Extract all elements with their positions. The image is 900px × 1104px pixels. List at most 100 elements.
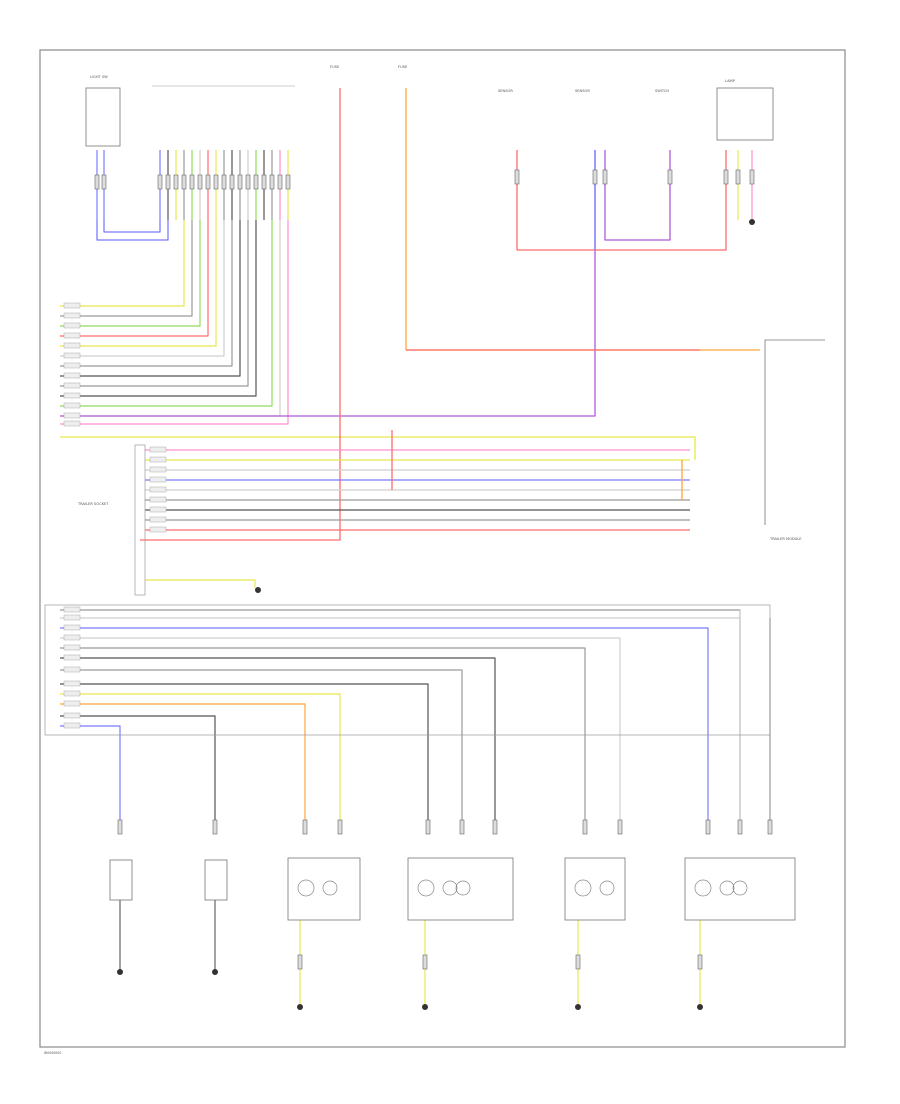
top-right-connector bbox=[749, 169, 755, 185]
lamp-label-top: LAMP bbox=[725, 79, 736, 83]
trailer-module-bracket bbox=[764, 339, 825, 525]
ground-socket bbox=[255, 587, 261, 593]
harness-row-tag bbox=[63, 420, 81, 427]
lamp-bulb bbox=[719, 880, 735, 896]
harness-row-tag bbox=[63, 362, 81, 369]
lamp-ground-connector bbox=[575, 954, 581, 970]
harness-row-tag bbox=[63, 312, 81, 319]
lower-harness-frame bbox=[44, 604, 771, 736]
wires-layer bbox=[60, 88, 771, 1005]
lower-harness-tag bbox=[63, 700, 81, 707]
lamp-bulb bbox=[455, 880, 471, 896]
lamp-bulb bbox=[694, 879, 712, 897]
harness-row-tag bbox=[63, 392, 81, 399]
bundle-connector bbox=[213, 174, 219, 190]
bundle-connector bbox=[261, 174, 267, 190]
lower-harness-wire bbox=[60, 669, 463, 820]
bundle-connector bbox=[101, 174, 107, 190]
lower-connector bbox=[705, 819, 711, 835]
lower-harness-tag bbox=[63, 680, 81, 687]
harness-row-tag bbox=[63, 412, 81, 419]
lamp-bulb bbox=[732, 880, 748, 896]
socket-row-tag bbox=[149, 516, 167, 523]
lamp-ground-connector bbox=[297, 954, 303, 970]
bundle-connector bbox=[181, 174, 187, 190]
bundle-connector bbox=[229, 174, 235, 190]
switch-label: SWITCH bbox=[655, 89, 669, 93]
lower-connector bbox=[617, 819, 623, 835]
lower-harness-tag bbox=[63, 722, 81, 729]
lamp-bulb bbox=[297, 879, 315, 897]
ground-lamp bbox=[422, 1004, 428, 1010]
harness-row bbox=[60, 220, 281, 417]
harness-row bbox=[60, 220, 185, 307]
bundle-connector bbox=[285, 174, 291, 190]
ground-bottom-switch bbox=[212, 969, 218, 975]
harness-row bbox=[60, 220, 201, 327]
lower-connector bbox=[737, 819, 743, 835]
harness-row bbox=[60, 220, 249, 387]
lamp-bulb bbox=[599, 880, 615, 896]
lamp-ground-connector bbox=[697, 954, 703, 970]
orange-feed-wire bbox=[405, 130, 760, 351]
harness-row bbox=[60, 220, 209, 337]
ground-lamp bbox=[575, 1004, 581, 1010]
ground-bottom-switch bbox=[117, 969, 123, 975]
harness-row-tag bbox=[63, 352, 81, 359]
lamp-bulb bbox=[574, 879, 592, 897]
harness-row bbox=[60, 220, 225, 357]
bundle-connector bbox=[189, 174, 195, 190]
harness-row-tag bbox=[63, 382, 81, 389]
lower-harness-tag bbox=[63, 606, 81, 613]
bundle-connector bbox=[221, 174, 227, 190]
harness-row bbox=[60, 220, 217, 347]
lower-harness-wire bbox=[60, 725, 121, 820]
socket-row-tag bbox=[149, 456, 167, 463]
lamp-box-top bbox=[716, 87, 774, 141]
harness-row bbox=[60, 220, 289, 425]
lower-connector bbox=[302, 819, 308, 835]
lower-harness-wire bbox=[60, 627, 709, 820]
light-switch-label: LIGHT SW bbox=[90, 75, 108, 79]
lower-connector bbox=[425, 819, 431, 835]
lower-harness-wire bbox=[60, 647, 586, 820]
harness-row bbox=[60, 220, 241, 377]
top-right-connector bbox=[514, 169, 520, 185]
harness-row bbox=[60, 220, 257, 397]
lower-harness-wire bbox=[60, 683, 429, 820]
footer-code: W0000000 bbox=[44, 1051, 61, 1055]
bundle-connector bbox=[237, 174, 243, 190]
lower-harness-tag bbox=[63, 624, 81, 631]
trailer-socket-box bbox=[134, 444, 146, 596]
lower-connector bbox=[767, 819, 773, 835]
harness-row bbox=[60, 220, 273, 407]
lower-connector bbox=[492, 819, 498, 835]
lower-connector bbox=[582, 819, 588, 835]
ground-lamp bbox=[697, 1004, 703, 1010]
switch-purple-wire bbox=[604, 150, 671, 241]
red-fuse-feed bbox=[140, 130, 341, 541]
bundle-connector bbox=[245, 174, 251, 190]
bundle-connector bbox=[269, 174, 275, 190]
harness-row-tag bbox=[63, 342, 81, 349]
sensor-red-wire bbox=[516, 150, 727, 251]
outer-frame bbox=[39, 49, 846, 1048]
light-switch-box bbox=[85, 87, 121, 147]
bundle-connector bbox=[173, 174, 179, 190]
fuse-label-2: FUSE bbox=[398, 65, 408, 69]
bundle-connector bbox=[205, 174, 211, 190]
fuse-label-1: FUSE bbox=[330, 65, 340, 69]
bottom-switch-box bbox=[109, 859, 133, 901]
lower-harness-wire bbox=[60, 609, 741, 820]
sensor-label: SENSOR bbox=[498, 89, 513, 93]
harness-row-tag bbox=[63, 402, 81, 409]
socket-row-tag bbox=[149, 466, 167, 473]
lower-harness-tag bbox=[63, 634, 81, 641]
trailer-socket-label: TRAILER SOCKET bbox=[77, 502, 109, 506]
lower-connector bbox=[459, 819, 465, 835]
lower-harness-tag bbox=[63, 644, 81, 651]
lamp-module-box bbox=[564, 857, 626, 921]
